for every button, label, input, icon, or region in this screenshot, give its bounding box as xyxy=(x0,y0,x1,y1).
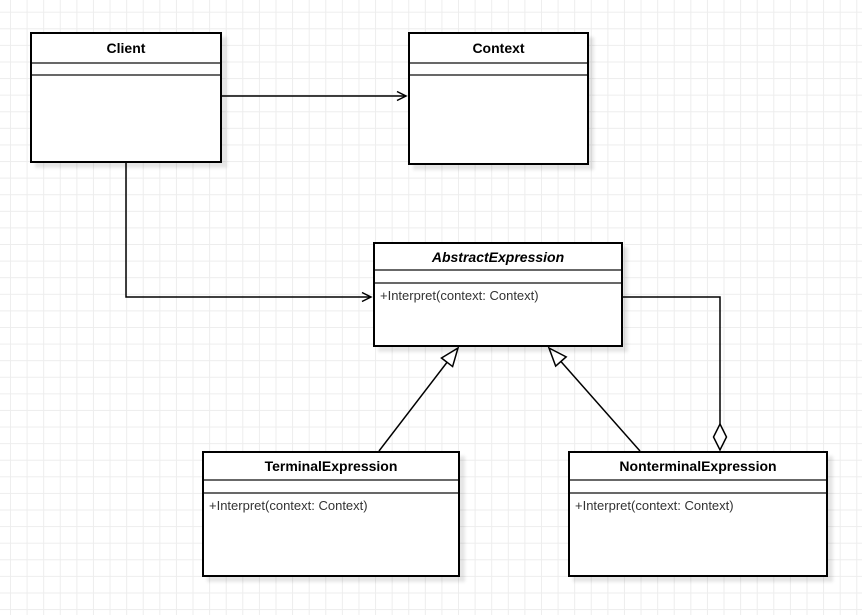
class-attributes-compartment xyxy=(375,269,621,282)
generalization-nonterminalexpression-abstractexpression[interactable] xyxy=(549,348,641,452)
class-attributes-compartment xyxy=(570,479,826,492)
class-attributes-compartment xyxy=(204,479,458,492)
class-box-context[interactable]: Context xyxy=(408,32,589,165)
aggregation-abstractexpression-nonterminalexpression[interactable] xyxy=(623,296,728,452)
class-methods-compartment xyxy=(32,74,220,161)
class-methods-compartment: +Interpret(context: Context) xyxy=(570,492,826,575)
generalization-terminalexpression-abstractexpression[interactable] xyxy=(378,348,458,452)
class-title: AbstractExpression xyxy=(431,248,565,265)
class-box-nonterminal-expression[interactable]: NonterminalExpression +Interpret(context… xyxy=(568,451,828,577)
class-box-client[interactable]: Client xyxy=(30,32,222,163)
class-methods-compartment: +Interpret(context: Context) xyxy=(375,282,621,345)
class-title: TerminalExpression xyxy=(264,458,398,474)
class-box-terminal-expression[interactable]: TerminalExpression +Interpret(context: C… xyxy=(202,451,460,577)
class-box-abstract-expression[interactable]: AbstractExpression +Interpret(context: C… xyxy=(373,242,623,347)
class-methods-compartment xyxy=(410,74,587,163)
method-label: +Interpret(context: Context) xyxy=(575,498,734,513)
class-attributes-compartment xyxy=(410,62,587,74)
class-title: Context xyxy=(472,40,525,56)
class-title: Client xyxy=(106,40,146,56)
method-label: +Interpret(context: Context) xyxy=(380,288,539,303)
class-attributes-compartment xyxy=(32,62,220,74)
association-client-abstractexpression[interactable] xyxy=(125,163,373,303)
method-label: +Interpret(context: Context) xyxy=(209,498,368,513)
class-methods-compartment: +Interpret(context: Context) xyxy=(204,492,458,575)
class-title: NonterminalExpression xyxy=(619,458,777,474)
